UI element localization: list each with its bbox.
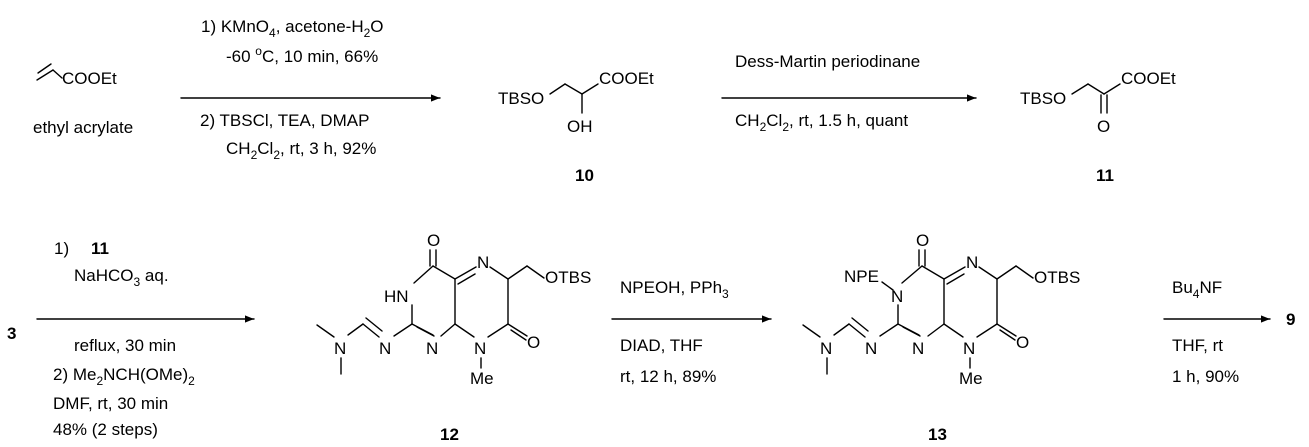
- svg-text:1): 1): [54, 239, 69, 258]
- svg-text:O: O: [1097, 117, 1110, 136]
- svg-text:TBSO: TBSO: [498, 89, 544, 108]
- svg-text:O: O: [527, 333, 540, 352]
- svg-text:NaHCO3 aq.: NaHCO3 aq.: [74, 266, 169, 289]
- compound-13-structure: O NPE N N N OTBS O N Me N N: [802, 231, 1080, 388]
- compound-12-number: 12: [440, 425, 459, 444]
- svg-text:N: N: [912, 339, 924, 358]
- svg-text:N: N: [474, 339, 486, 358]
- svg-text:O: O: [427, 231, 440, 250]
- compound-10-number: 10: [575, 166, 594, 185]
- svg-text:N: N: [477, 253, 489, 272]
- compound-12-structure: O HN N N OTBS O N Me N N: [316, 231, 591, 388]
- step2-conditions: Dess-Martin periodinane CH2Cl2, rt, 1.5 …: [735, 52, 920, 134]
- svg-text:Me: Me: [959, 369, 983, 388]
- svg-text:DIAD, THF: DIAD, THF: [620, 336, 703, 355]
- svg-text:N: N: [820, 339, 832, 358]
- acrylate-cooet-label: COOEt: [62, 69, 117, 88]
- svg-text:Bu4NF: Bu4NF: [1172, 278, 1222, 301]
- svg-text:Me: Me: [470, 369, 494, 388]
- svg-text:O: O: [1016, 333, 1029, 352]
- svg-text:1 h, 90%: 1 h, 90%: [1172, 367, 1239, 386]
- svg-text:HN: HN: [384, 287, 409, 306]
- svg-text:11: 11: [91, 239, 109, 258]
- svg-text:1) KMnO4, acetone-H2O: 1) KMnO4, acetone-H2O: [201, 17, 384, 40]
- svg-text:rt, 12 h, 89%: rt, 12 h, 89%: [620, 367, 716, 386]
- svg-text:DMF, rt, 30 min: DMF, rt, 30 min: [53, 394, 168, 413]
- ethyl-acrylate-label: ethyl acrylate: [33, 118, 133, 137]
- compound-11-structure: TBSO COOEt O: [1020, 69, 1176, 136]
- svg-text:reflux, 30 min: reflux, 30 min: [74, 336, 176, 355]
- svg-text:CH2Cl2, rt, 3 h, 92%: CH2Cl2, rt, 3 h, 92%: [226, 139, 376, 162]
- step5-conditions: Bu4NF THF, rt 1 h, 90%: [1172, 278, 1239, 386]
- svg-text:COOEt: COOEt: [599, 69, 654, 88]
- step3-conditions: 1) 11 NaHCO3 aq. reflux, 30 min 2) Me2NC…: [53, 239, 195, 439]
- ethyl-acrylate-structure: COOEt: [36, 63, 117, 88]
- compound-10-structure: TBSO COOEt OH: [498, 69, 654, 136]
- step1-conditions: 1) KMnO4, acetone-H2O -60 oC, 10 min, 66…: [200, 17, 384, 162]
- svg-text:N: N: [334, 339, 346, 358]
- svg-text:N: N: [426, 339, 438, 358]
- svg-text:N: N: [963, 339, 975, 358]
- svg-text:Dess-Martin periodinane: Dess-Martin periodinane: [735, 52, 920, 71]
- svg-text:CH2Cl2, rt, 1.5 h, quant: CH2Cl2, rt, 1.5 h, quant: [735, 111, 908, 134]
- compound-13-number: 13: [928, 425, 947, 444]
- compound-9-label: 9: [1286, 310, 1295, 329]
- svg-text:N: N: [379, 339, 391, 358]
- svg-text:N: N: [865, 339, 877, 358]
- svg-text:-60 oC, 10 min, 66%: -60 oC, 10 min, 66%: [226, 44, 378, 66]
- compound-3-label: 3: [7, 324, 16, 343]
- svg-text:TBSO: TBSO: [1020, 89, 1066, 108]
- svg-text:THF, rt: THF, rt: [1172, 336, 1223, 355]
- svg-text:N: N: [891, 287, 903, 306]
- svg-text:2) Me2NCH(OMe)2: 2) Me2NCH(OMe)2: [53, 365, 195, 388]
- svg-text:COOEt: COOEt: [1121, 69, 1176, 88]
- svg-text:48% (2 steps): 48% (2 steps): [53, 420, 158, 439]
- svg-text:N: N: [966, 253, 978, 272]
- svg-text:NPE: NPE: [844, 267, 879, 286]
- svg-text:NPEOH, PPh3: NPEOH, PPh3: [620, 278, 729, 301]
- svg-text:OTBS: OTBS: [545, 268, 591, 287]
- svg-text:OTBS: OTBS: [1034, 268, 1080, 287]
- svg-text:O: O: [916, 231, 929, 250]
- svg-text:OH: OH: [567, 117, 593, 136]
- svg-text:2) TBSCl, TEA, DMAP: 2) TBSCl, TEA, DMAP: [200, 111, 369, 130]
- compound-11-number: 11: [1096, 166, 1114, 185]
- step4-conditions: NPEOH, PPh3 DIAD, THF rt, 12 h, 89%: [620, 278, 729, 386]
